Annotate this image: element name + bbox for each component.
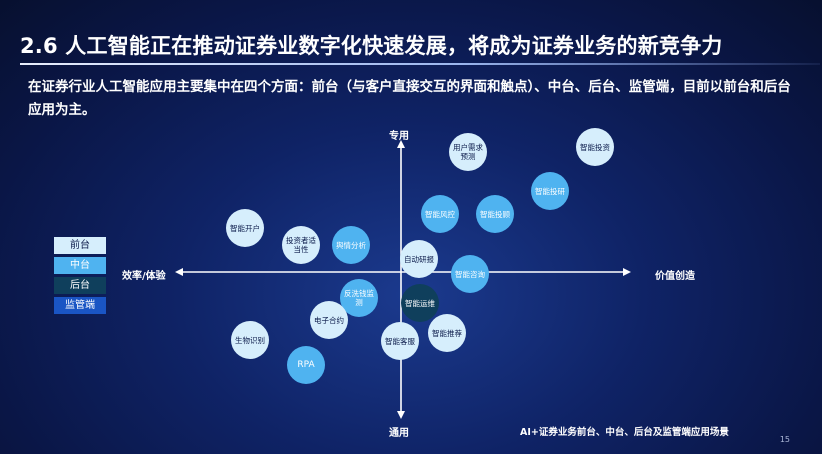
legend-item-regulatory: 监管端: [54, 297, 106, 314]
node-auto-research-report: 自动研报: [400, 240, 438, 278]
axis-label-left: 效率/体验: [122, 271, 166, 282]
node-smart-risk-control: 智能风控: [421, 195, 459, 233]
legend-item-front: 前台: [54, 237, 106, 254]
slide-title: 2.6 人工智能正在推动证券业数字化快速发展，将成为证券业务的新竞争力: [20, 34, 723, 58]
slide-subtitle: 在证券行业人工智能应用主要集中在四个方面：前台（与客户直接交互的界面和触点）、中…: [28, 79, 791, 118]
node-smart-account-opening: 智能开户: [226, 209, 264, 247]
node-smart-consulting: 智能咨询: [451, 255, 489, 293]
legend-item-middle: 中台: [54, 257, 106, 274]
legend-item-back: 后台: [54, 277, 106, 294]
axis-label-bottom: 通用: [389, 428, 409, 439]
node-smart-ops: 智能运维: [401, 284, 439, 322]
legend: 前台 中台 后台 监管端: [54, 237, 106, 317]
page-number: 15: [779, 435, 790, 444]
node-e-contract: 电子合约: [310, 301, 348, 339]
node-smart-recommendation: 智能推荐: [428, 314, 466, 352]
node-smart-research: 智能投研: [531, 172, 569, 210]
title-divider: [20, 63, 820, 65]
axis-label-right: 价值创造: [655, 271, 695, 282]
node-anti-money-laundering: 反洗钱监测: [340, 279, 378, 317]
node-investor-suitability: 投资者适当性: [282, 226, 320, 264]
node-rpa: RPA: [287, 346, 325, 384]
node-user-demand-prediction: 用户需求预测: [449, 133, 487, 171]
node-sentiment-analysis: 舆情分析: [332, 226, 370, 264]
diagram-caption: AI+证券业务前台、中台、后台及监管端应用场景: [520, 427, 729, 438]
axis-label-top: 专用: [389, 131, 409, 142]
node-smart-investment: 智能投资: [576, 128, 614, 166]
node-smart-customer-service: 智能客服: [381, 322, 419, 360]
node-robo-advisor: 智能投顾: [476, 195, 514, 233]
node-biometric-recognition: 生物识别: [231, 321, 269, 359]
